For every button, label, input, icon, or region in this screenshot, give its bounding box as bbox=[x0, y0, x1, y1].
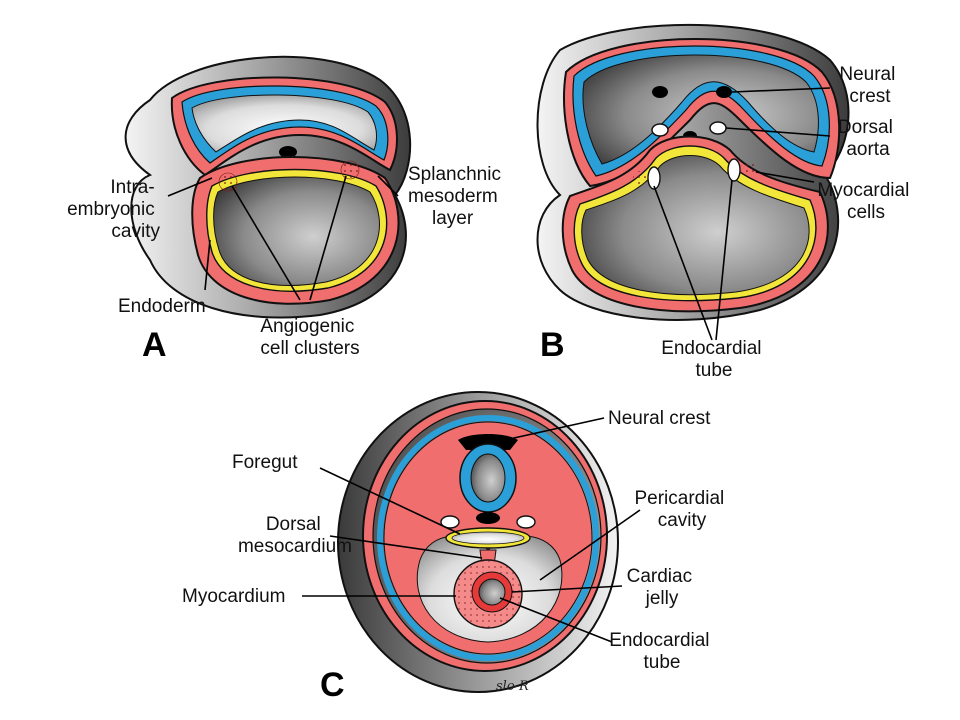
panel-b-endocardial-label: Endocardial tube bbox=[661, 338, 767, 381]
panel-b-neural-crest-label: Neural crest bbox=[839, 64, 900, 107]
panel-c: Neural crest Foregut Dorsal mesocardium … bbox=[182, 391, 729, 704]
panel-c-neural-crest-label: Neural crest bbox=[608, 408, 711, 429]
panel-c-notochord bbox=[476, 512, 500, 524]
panel-a-intra-label: Intra- embryonic cavity bbox=[67, 177, 160, 242]
panel-c-pericardial-label: Pericardial cavity bbox=[634, 488, 729, 531]
panel-b-yolk bbox=[581, 155, 810, 296]
panel-b-neural-crest-left bbox=[652, 86, 668, 98]
panel-b-endocardial-left bbox=[647, 166, 661, 190]
panel-b-myocardial-label: Myocardial cells bbox=[817, 180, 914, 223]
panel-a-angiogenic-right bbox=[340, 160, 360, 180]
panel-c-endocardial-tube bbox=[478, 578, 506, 606]
panel-b-dorsal-aorta-left bbox=[651, 123, 669, 137]
panel-a-endoderm-label: Endoderm bbox=[118, 296, 206, 317]
panel-b-dorsal-aorta-right bbox=[709, 121, 727, 135]
panel-a: Intra- embryonic cavity Splanchnic mesod… bbox=[67, 55, 506, 364]
panel-c-myocardium-label: Myocardium bbox=[182, 586, 285, 607]
panel-c-cardiac-jelly-label: Cardiac jelly bbox=[627, 566, 698, 609]
panel-a-notochord bbox=[279, 146, 297, 158]
panel-a-splanchnic-label: Splanchnic mesoderm layer bbox=[408, 164, 506, 229]
panel-c-foregut-label: Foregut bbox=[232, 452, 298, 473]
artist-signature: slo-R bbox=[496, 679, 529, 694]
panel-b-endocardial-right bbox=[727, 158, 741, 182]
panel-a-angiogenic-label: Angiogenic cell clusters bbox=[260, 316, 359, 359]
panel-b-dorsal-aorta-label: Dorsal aorta bbox=[838, 117, 898, 160]
panel-c-endocardial-label: Endocardial tube bbox=[609, 630, 715, 673]
panel-a-letter: A bbox=[142, 326, 167, 364]
panel-b-letter: B bbox=[540, 326, 565, 364]
panel-b-neural-crest-right bbox=[716, 86, 732, 98]
panel-c-dorsal-mesocardium-label: Dorsal mesocardium bbox=[238, 514, 352, 557]
panel-b: Neural crest Dorsal aorta Myocardial cel… bbox=[536, 23, 914, 381]
panel-c-ectoderm bbox=[377, 415, 599, 661]
panel-a-yolk bbox=[213, 176, 380, 286]
panel-c-letter: C bbox=[320, 666, 345, 704]
panel-c-neural-crest bbox=[458, 434, 518, 450]
